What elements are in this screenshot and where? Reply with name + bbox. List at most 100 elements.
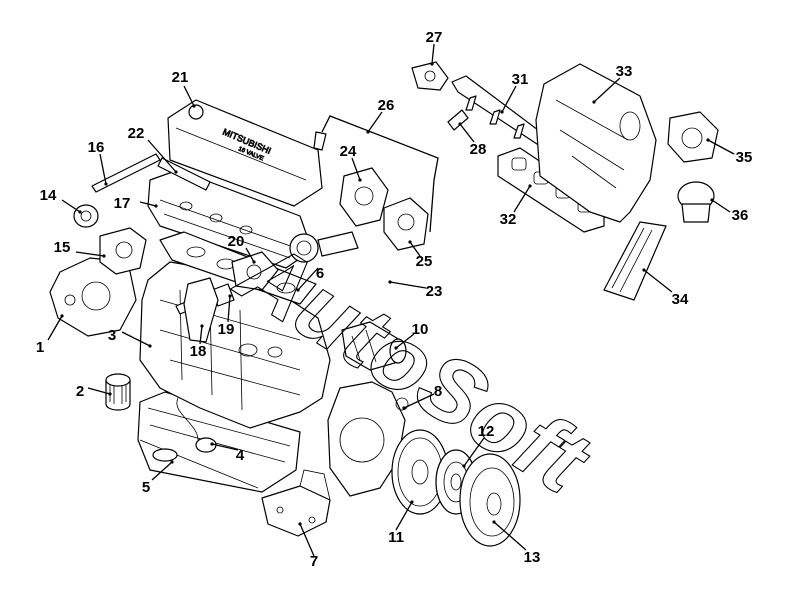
callout-number-18: 18 — [190, 343, 207, 360]
callout-number-21: 21 — [172, 69, 189, 86]
callout-number-16: 16 — [88, 139, 105, 156]
fuel-injector — [447, 109, 469, 131]
callout-4: 4 — [210, 442, 245, 464]
callout-18: 18 — [190, 324, 207, 360]
callout-leader-31 — [501, 85, 517, 113]
callout-leader-10 — [395, 333, 415, 349]
intake-manifold — [535, 63, 657, 223]
callout-number-6: 6 — [316, 265, 324, 282]
callout-number-13: 13 — [524, 549, 541, 566]
oil-cooler-adapter — [183, 277, 219, 343]
callout-17: 17 — [114, 195, 158, 212]
engine-mount-bracket — [261, 469, 331, 537]
oil-filter — [105, 373, 131, 411]
rocker-cover: MITSUBISHI 16 VALVE — [167, 99, 323, 207]
callout-leader-27 — [431, 43, 435, 65]
callout-15: 15 — [54, 239, 106, 258]
callout-leader-22 — [147, 139, 177, 173]
callout-leader-12 — [463, 437, 485, 467]
callout-leader-32 — [513, 185, 531, 213]
egr-valve — [383, 197, 429, 251]
callout-number-12: 12 — [478, 423, 495, 440]
callout-dot-36 — [710, 198, 714, 202]
callout-31: 31 — [500, 71, 528, 114]
callout-leader-11 — [395, 501, 413, 531]
callout-leader-15 — [75, 251, 105, 257]
callout-leader-23 — [389, 281, 427, 289]
callout-dot-15 — [102, 254, 106, 258]
callout-leader-36 — [711, 199, 731, 213]
callout-leader-20 — [245, 247, 255, 263]
ignition-coil — [339, 167, 389, 227]
callout-number-7: 7 — [310, 553, 318, 570]
callout-leader-14 — [61, 199, 81, 213]
starter-motor — [341, 321, 407, 371]
manifold-stay — [603, 221, 667, 301]
callout-leader-25 — [409, 241, 421, 257]
callout-leader-34 — [643, 269, 673, 293]
callout-dot-22 — [174, 170, 178, 174]
callout-dot-31 — [500, 110, 504, 114]
callout-12: 12 — [462, 423, 494, 468]
callout-dot-34 — [642, 268, 646, 272]
callout-dot-17 — [154, 204, 158, 208]
callout-number-27: 27 — [426, 29, 443, 46]
callout-number-3: 3 — [108, 327, 116, 344]
callout-number-11: 11 — [388, 529, 404, 546]
callout-number-1: 1 — [36, 339, 44, 356]
callout-number-22: 22 — [128, 125, 145, 142]
idle-speed-control — [677, 181, 715, 223]
callout-36: 36 — [710, 198, 748, 224]
water-inlet-pipe — [73, 204, 99, 228]
callout-35: 35 — [706, 138, 752, 166]
callout-dot-35 — [706, 138, 710, 142]
callout-leader-4 — [211, 443, 239, 451]
callout-16: 16 — [88, 139, 108, 186]
callout-dot-33 — [592, 100, 596, 104]
callout-dot-23 — [388, 280, 392, 284]
callout-number-20: 20 — [228, 233, 245, 250]
callout-dot-2 — [108, 392, 112, 396]
callout-number-14: 14 — [40, 187, 57, 204]
fuel-pressure-regulator — [411, 61, 449, 91]
callout-14: 14 — [40, 187, 82, 214]
callout-number-32: 32 — [500, 211, 517, 228]
pressure-plate — [459, 453, 521, 547]
callout-leader-8 — [403, 393, 435, 409]
fuel-rail — [451, 75, 547, 147]
callout-dot-21 — [192, 104, 196, 108]
callout-21: 21 — [172, 69, 196, 108]
callout-dot-7 — [298, 522, 302, 526]
callout-leader-5 — [151, 461, 173, 481]
callout-number-10: 10 — [412, 321, 429, 338]
callout-number-31: 31 — [512, 71, 529, 88]
callout-dot-26 — [366, 130, 370, 134]
callout-33: 33 — [592, 63, 632, 104]
callout-number-33: 33 — [616, 63, 633, 80]
callout-34: 34 — [642, 268, 689, 308]
callout-leader-21 — [183, 85, 195, 107]
callout-leader-13 — [493, 521, 527, 551]
rear-plate — [327, 381, 409, 497]
flywheel — [391, 429, 449, 515]
callout-leader-28 — [459, 123, 475, 143]
callout-24: 24 — [340, 143, 362, 182]
callout-layer: 1234567810111213141516171819202122232425… — [36, 29, 753, 570]
camshaft-sprocket — [289, 231, 359, 263]
callout-dot-13 — [492, 520, 496, 524]
callout-number-36: 36 — [732, 207, 749, 224]
callout-32: 32 — [500, 184, 532, 228]
callout-dot-27 — [430, 62, 434, 66]
callout-dot-12 — [462, 464, 466, 468]
oil-strainer — [176, 397, 217, 453]
callout-leader-17 — [139, 201, 157, 207]
callout-leader-26 — [367, 111, 383, 133]
callout-dot-1 — [60, 314, 64, 318]
callout-leader-3 — [121, 331, 151, 347]
callout-dot-10 — [394, 346, 398, 350]
callout-dot-11 — [410, 500, 414, 504]
callout-number-5: 5 — [142, 479, 150, 496]
fuel-return-pipe — [313, 115, 439, 233]
callout-leader-16 — [99, 153, 107, 185]
callout-number-25: 25 — [416, 253, 433, 270]
